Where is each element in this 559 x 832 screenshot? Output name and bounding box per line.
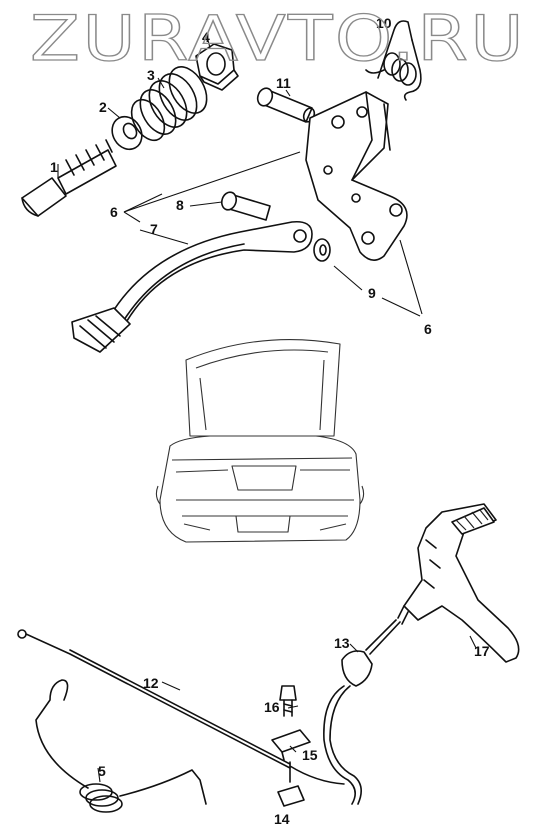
part-4-nut (195, 43, 239, 91)
label-part-6-left: 6 (110, 204, 118, 220)
part-15-bracket-plate (271, 729, 311, 761)
part-8-pivot-pin (220, 191, 271, 221)
part-14-clip (277, 761, 305, 807)
part-9-washer (313, 238, 331, 262)
label-part-15: 15 (302, 747, 318, 763)
label-part-16: 16 (264, 699, 280, 715)
label-part-1: 1 (50, 159, 58, 175)
part-7-pedal-lever (71, 220, 313, 353)
label-part-9: 9 (368, 285, 376, 301)
label-part-6-right: 6 (424, 321, 432, 337)
part-10-return-spring (365, 20, 422, 101)
part-16-bolt (279, 685, 297, 717)
label-part-3: 3 (147, 67, 155, 83)
label-part-4: 4 (202, 29, 210, 45)
label-part-2: 2 (99, 99, 107, 115)
label-part-14: 14 (274, 811, 290, 827)
part-3-spring (130, 66, 208, 142)
part-5-clip-spring (35, 679, 207, 813)
label-part-17: 17 (474, 643, 490, 659)
part-13-cable (323, 619, 401, 805)
label-part-8: 8 (176, 197, 184, 213)
part-6-bracket (305, 91, 408, 261)
site-watermark: ZURAVTO.RU (30, 2, 526, 75)
label-part-5: 5 (98, 763, 106, 779)
leader-lines-bottom (97, 635, 477, 783)
part-1-bolt (21, 139, 117, 217)
label-part-12: 12 (143, 675, 159, 691)
label-part-10: 10 (376, 15, 392, 31)
leader-lines-top (57, 39, 423, 317)
label-part-13: 13 (334, 635, 350, 651)
part-12-rod (17, 629, 345, 785)
car-silhouette (155, 339, 365, 543)
part-2-washer (111, 115, 143, 151)
part-number-labels: 1 2 3 4 5 6 6 7 8 9 10 11 12 13 14 15 16… (50, 15, 490, 827)
part-11-pin (256, 87, 316, 123)
part-17-handbrake-lever (397, 503, 520, 663)
label-part-7: 7 (150, 221, 158, 237)
label-part-11: 11 (276, 75, 291, 91)
